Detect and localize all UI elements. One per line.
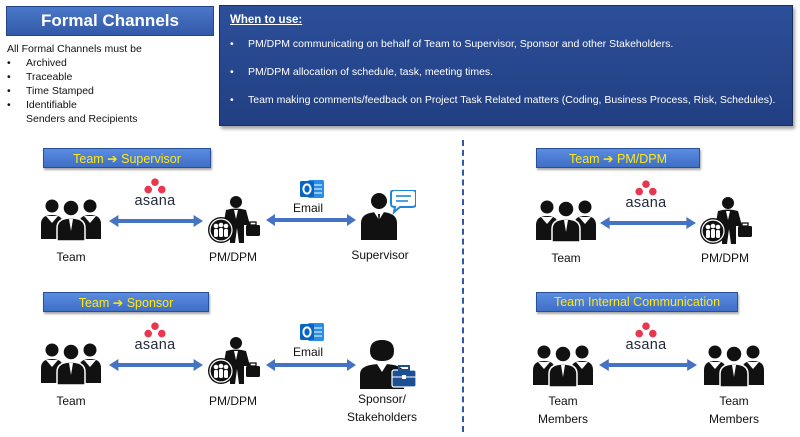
- pm-dpm-label: PM/DPM: [701, 251, 749, 265]
- pm-dpm-label: PM/DPM: [209, 250, 257, 264]
- team-icon: [40, 197, 102, 241]
- pm-dpm-label: PM/DPM: [209, 394, 257, 408]
- asana-logo: asana: [125, 322, 185, 353]
- asana-logo: asana: [616, 322, 676, 353]
- double-arrow-icon: [599, 359, 697, 371]
- supervisor-label: Supervisor: [351, 248, 409, 262]
- manager-icon: [698, 196, 756, 246]
- outlook-icon: [300, 320, 324, 344]
- asana-dots-icon: [635, 322, 657, 338]
- lane-team-internal-title: Team Internal Communication: [536, 292, 738, 312]
- sponsor-label: Sponsor/: [357, 392, 407, 406]
- lane-team-pm-title: Team ➔ PM/DPM: [536, 148, 700, 168]
- section-divider: [462, 140, 464, 432]
- asana-wordmark: asana: [134, 193, 176, 209]
- team-icon: [535, 198, 597, 242]
- when-to-use-item: Team making comments/feedback on Project…: [230, 94, 782, 122]
- lane-team-supervisor-title: Team ➔ Supervisor: [43, 148, 211, 168]
- when-to-use-item: PM/DPM communicating on behalf of Team t…: [230, 38, 782, 66]
- requirements-intro: All Formal Channels must be: [7, 43, 142, 55]
- requirement-continuation: Senders and Recipients: [26, 113, 138, 125]
- asana-wordmark: asana: [134, 337, 176, 353]
- asana-dots-icon: [635, 180, 657, 196]
- requirement-item: Identifiable: [7, 98, 217, 112]
- team-label: Team: [551, 251, 581, 265]
- when-to-use-item: PM/DPM allocation of schedule, task, mee…: [230, 66, 782, 94]
- sponsor-icon: [358, 339, 418, 389]
- team-icon: [40, 341, 102, 385]
- requirements-list: All Formal Channels must be Archived Tra…: [7, 42, 217, 126]
- lane-team-sponsor-title: Team ➔ Sponsor: [43, 292, 209, 312]
- manager-icon: [206, 195, 264, 245]
- asana-logo: asana: [125, 178, 185, 209]
- email-label: Email: [293, 201, 324, 215]
- double-arrow-icon: [266, 359, 356, 371]
- asana-dots-icon: [144, 178, 166, 194]
- double-arrow-icon: [600, 217, 696, 229]
- when-to-use-panel: When to use: PM/DPM communicating on beh…: [219, 5, 793, 126]
- team-label: Team: [56, 250, 86, 264]
- asana-logo: asana: [616, 180, 676, 211]
- double-arrow-icon: [109, 359, 203, 371]
- team-members-label: Members: [537, 412, 588, 426]
- team-label: Team: [56, 394, 86, 408]
- asana-dots-icon: [144, 322, 166, 338]
- team-icon: [703, 343, 765, 387]
- email-label: Email: [293, 345, 324, 359]
- requirement-item: Traceable: [7, 70, 217, 84]
- team-members-label: Members: [708, 412, 759, 426]
- team-members-label: Team: [719, 394, 749, 408]
- team-members-label: Team: [548, 394, 578, 408]
- double-arrow-icon: [266, 214, 356, 226]
- outlook-icon: [300, 177, 324, 201]
- when-to-use-heading: When to use:: [230, 14, 303, 26]
- manager-icon: [206, 336, 264, 386]
- supervisor-icon: [358, 190, 416, 240]
- page-title: Formal Channels: [6, 6, 214, 36]
- requirement-item: Archived: [7, 56, 217, 70]
- double-arrow-icon: [109, 215, 203, 227]
- requirement-item: Time Stamped: [7, 84, 217, 98]
- team-icon: [532, 343, 594, 387]
- asana-wordmark: asana: [625, 195, 667, 211]
- stakeholders-label: Stakeholders: [346, 410, 418, 424]
- asana-wordmark: asana: [625, 337, 667, 353]
